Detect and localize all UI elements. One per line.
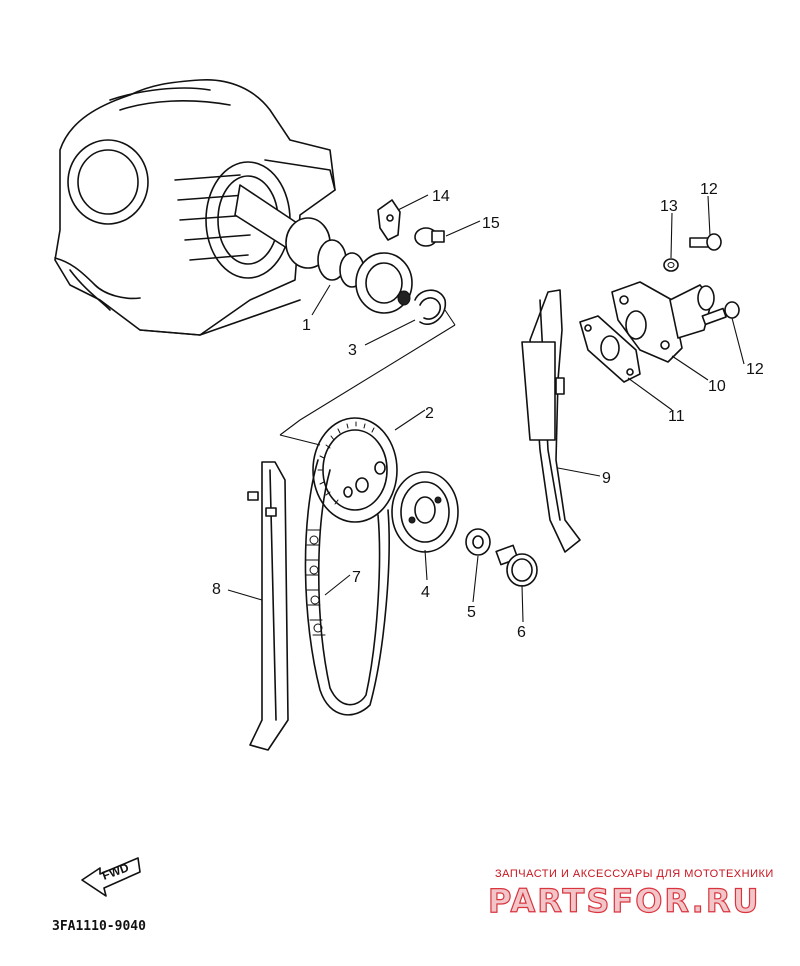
watermark-brand: PARTSFOR.RU	[488, 882, 760, 920]
timing-plate-part	[391, 471, 459, 553]
gasket-part	[579, 315, 641, 383]
bolt-6-part	[495, 544, 538, 587]
washer-13-part	[663, 258, 679, 272]
cam-sprocket-part	[312, 417, 398, 523]
callout-13: 13	[660, 198, 678, 215]
chain-guide-9-part	[521, 289, 581, 553]
callout-labels: 1 2 3 4 5 6 7 8 9 10 11 12 12 13 14 15	[212, 181, 764, 641]
circlip-part	[414, 289, 447, 325]
callout-15: 15	[482, 215, 500, 232]
leader-lines	[227, 194, 745, 623]
callout-7: 7	[352, 569, 361, 586]
cam-chain-part	[304, 459, 390, 716]
bracket-part	[377, 199, 401, 241]
diagram-code: 3FA1110-9040	[52, 919, 146, 934]
callout-6: 6	[517, 624, 526, 641]
callout-11: 11	[668, 408, 685, 425]
watermark-tagline: ЗАПЧАСТИ И АКСЕССУАРЫ ДЛЯ МОТОТЕХНИКИ	[495, 868, 774, 880]
forward-direction-badge: FWD	[81, 857, 141, 897]
callout-8: 8	[212, 581, 221, 598]
callout-9: 9	[602, 470, 611, 487]
callout-4: 4	[421, 584, 430, 601]
callout-12-upper: 12	[700, 181, 718, 198]
washer-part	[465, 528, 491, 556]
callout-5: 5	[467, 604, 476, 621]
callout-3: 3	[348, 342, 357, 359]
watermark: ЗАПЧАСТИ И АКСЕССУАРЫ ДЛЯ МОТОТЕХНИКИ PA…	[487, 868, 774, 921]
camshaft-part	[234, 184, 413, 314]
callout-12-lower: 12	[746, 361, 764, 378]
callout-1: 1	[302, 317, 311, 334]
callout-14: 14	[432, 188, 450, 205]
bolt-15-part	[414, 227, 445, 247]
callout-10: 10	[708, 378, 726, 395]
cylinder-head-drawing	[54, 79, 336, 336]
bolt-12-upper-part	[689, 233, 722, 251]
callout-2: 2	[425, 405, 434, 422]
chain-tensioner-part	[611, 281, 715, 363]
chain-guide-8-part	[247, 461, 289, 751]
bolt-12-lower-part	[701, 301, 740, 326]
